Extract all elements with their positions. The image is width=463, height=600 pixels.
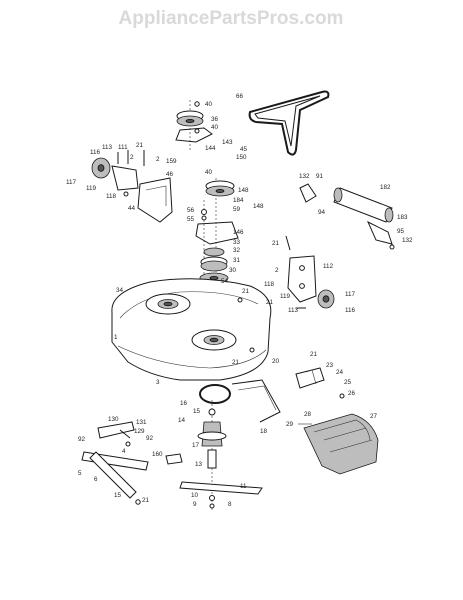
drive-belt (248, 90, 330, 156)
part-label: 33 (233, 239, 241, 246)
part-label: 143 (222, 139, 233, 146)
part-label: 21 (142, 497, 150, 504)
part-label: 2 (130, 154, 134, 161)
deflector-bracket (137, 177, 173, 223)
part-label: 184 (233, 197, 244, 204)
part-label: 94 (318, 209, 326, 216)
part-label: 5 (78, 470, 82, 477)
part-label: 29 (286, 421, 294, 428)
part-label: 45 (240, 146, 248, 153)
part-label: 150 (236, 154, 247, 161)
part-label: 4 (122, 448, 126, 455)
part-label: 15 (193, 408, 201, 415)
part-number-labels: 40 36 40 143 144 45 150 159 2 40 148 184… (66, 93, 413, 508)
part-label: 92 (78, 436, 86, 443)
part-label: 117 (345, 291, 356, 298)
part-label: 118 (106, 193, 117, 200)
gauge-wheel-assembly (299, 183, 395, 250)
part-label: 21 (266, 299, 274, 306)
part-label: 54 (221, 278, 229, 285)
part-label: 9 (193, 501, 197, 508)
part-label: 40 (211, 124, 219, 131)
center-pulley-stack (195, 178, 239, 310)
part-label: 119 (280, 293, 291, 300)
part-label: 130 (108, 416, 119, 423)
part-label: 21 (136, 142, 144, 149)
part-label: 15 (114, 492, 122, 499)
part-label: 40 (205, 169, 213, 176)
part-label: 23 (326, 362, 334, 369)
part-label: 26 (348, 390, 356, 397)
part-label: 16 (180, 400, 188, 407)
left-idler-assembly (91, 150, 145, 197)
part-label: 1 (114, 334, 118, 341)
part-label: 30 (229, 267, 237, 274)
part-label: 119 (86, 185, 97, 192)
part-label: 132 (299, 173, 310, 180)
part-label: 44 (128, 205, 136, 212)
part-label: 31 (233, 257, 241, 264)
part-label: 113 (102, 144, 113, 151)
watermark: AppliancePartsPros.com (119, 8, 344, 29)
part-label: 183 (397, 214, 408, 221)
part-label: 146 (233, 229, 244, 236)
right-idler-bracket (285, 235, 335, 309)
part-label: 95 (397, 228, 405, 235)
part-label: 131 (136, 419, 147, 426)
part-label: 40 (205, 101, 213, 108)
discharge-deflector (295, 367, 379, 475)
part-label: 118 (264, 281, 275, 288)
part-label: 92 (146, 435, 154, 442)
part-label: 6 (94, 476, 98, 483)
part-label: 18 (260, 428, 268, 435)
part-label: 182 (380, 184, 391, 191)
part-label: 10 (191, 492, 199, 499)
part-label: 24 (336, 369, 344, 376)
part-label: 148 (238, 187, 249, 194)
part-label: 13 (195, 461, 203, 468)
part-label: 32 (233, 247, 241, 254)
part-label: 112 (323, 263, 334, 270)
part-label: 56 (187, 207, 195, 214)
part-label: 59 (233, 206, 241, 213)
part-label: 132 (402, 237, 413, 244)
part-label: 160 (152, 451, 163, 458)
part-label: 91 (316, 173, 324, 180)
part-label: 11 (240, 483, 247, 490)
part-label: 117 (66, 179, 77, 186)
part-label: 27 (370, 413, 378, 420)
part-label: 21 (242, 288, 250, 295)
part-label: 2 (275, 267, 279, 274)
part-label: 46 (166, 171, 174, 178)
part-label: 20 (272, 358, 280, 365)
part-label: 17 (192, 442, 200, 449)
part-label: 66 (236, 93, 244, 100)
part-label: 3 (156, 379, 160, 386)
part-label: 148 (253, 203, 264, 210)
part-label: 25 (344, 379, 352, 386)
part-label: 116 (90, 149, 101, 156)
part-label: 21 (232, 359, 240, 366)
part-label: 113 (288, 307, 299, 314)
spindle-and-blade (179, 400, 263, 510)
top-idler-pulley (175, 100, 213, 150)
part-label: 144 (205, 145, 216, 152)
part-label: 34 (116, 287, 124, 294)
mower-deck (111, 278, 272, 381)
part-label: 14 (178, 417, 186, 424)
part-label: 21 (272, 240, 280, 247)
part-label: 36 (211, 116, 219, 123)
front-hanger-linkage (81, 421, 183, 505)
part-label: 129 (134, 428, 145, 435)
part-label: 2 (156, 156, 160, 163)
part-label: 55 (187, 216, 195, 223)
part-label: 116 (345, 307, 356, 314)
part-label: 8 (228, 501, 232, 508)
part-label: 21 (310, 351, 318, 358)
part-label: 159 (166, 158, 177, 165)
lower-belt-and-linkage (199, 379, 281, 423)
part-label: 28 (304, 411, 312, 418)
part-label: 111 (118, 144, 128, 151)
